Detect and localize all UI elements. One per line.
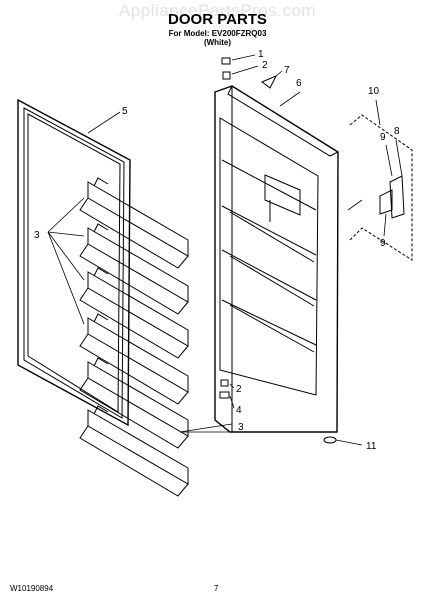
watermark: AppliancePartsPros.com <box>118 1 317 20</box>
model-line: For Model: EV200FZRQ03 <box>168 29 267 38</box>
top-bushing <box>222 71 231 80</box>
door-shelf-6 <box>79 405 189 497</box>
callout-3-bottom: 3 <box>238 422 244 433</box>
callout-3-left: 3 <box>34 230 40 241</box>
callout-10: 10 <box>368 86 380 97</box>
door-shelf-1 <box>79 177 189 269</box>
callout-5: 5 <box>122 106 128 117</box>
leader-lines <box>47 54 403 446</box>
top-hinge-pin <box>221 57 231 65</box>
bottom-hinge <box>219 391 230 399</box>
page-title: DOOR PARTS <box>168 11 267 28</box>
page-number: 7 <box>214 584 219 593</box>
callout-9-upper: 9 <box>380 132 386 143</box>
callout-7: 7 <box>284 65 290 76</box>
door-shelf-2 <box>79 223 189 315</box>
callout-2-top: 2 <box>262 60 268 71</box>
document-number: W10190894 <box>10 584 54 593</box>
callout-4: 4 <box>236 405 242 416</box>
door-shelf-3 <box>79 267 189 359</box>
callout-labels: 1 2 7 5 6 10 9 8 9 3 3 2 4 11 <box>34 49 400 452</box>
hinge-cover <box>261 75 278 89</box>
door-plug <box>323 436 337 444</box>
callout-2-bottom: 2 <box>236 384 242 395</box>
callout-6: 6 <box>296 78 302 89</box>
door-shelf-4 <box>79 313 189 405</box>
callout-9-lower: 9 <box>380 238 386 249</box>
color-line: (White) <box>203 38 232 47</box>
model-info: For Model: EV200FZRQ03 (White) <box>0 29 435 47</box>
callout-8: 8 <box>394 126 400 137</box>
door-assembly <box>214 85 340 433</box>
callout-1: 1 <box>258 49 264 60</box>
handle-detail-box <box>349 114 413 261</box>
callout-11: 11 <box>366 441 377 452</box>
door-shelf-5 <box>79 357 189 449</box>
bottom-bushing <box>220 379 229 387</box>
